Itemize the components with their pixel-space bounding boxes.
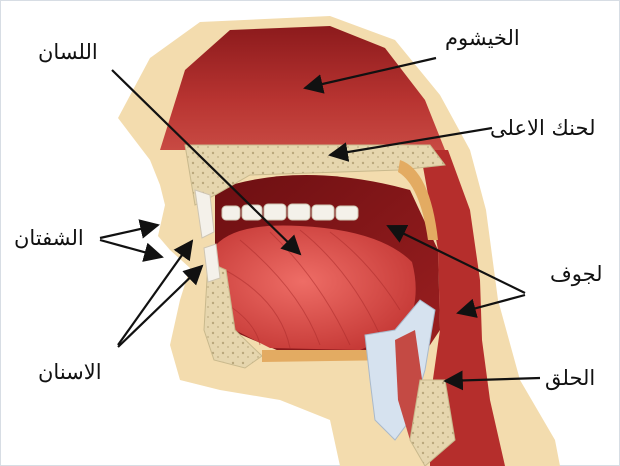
label-teeth: الاسنان <box>38 362 102 383</box>
label-nasal: الخيشوم <box>445 28 520 49</box>
arrow-lips-upper <box>100 225 158 238</box>
upper-teeth <box>222 204 358 220</box>
label-lips: الشفتان <box>14 228 84 249</box>
arrow-lips-lower <box>100 240 162 257</box>
label-throat: الحلق <box>545 368 595 389</box>
label-tongue: اللسان <box>38 42 98 63</box>
label-cavity: لجوف <box>550 264 603 285</box>
label-palate: لحنك الاعلى <box>490 118 595 139</box>
